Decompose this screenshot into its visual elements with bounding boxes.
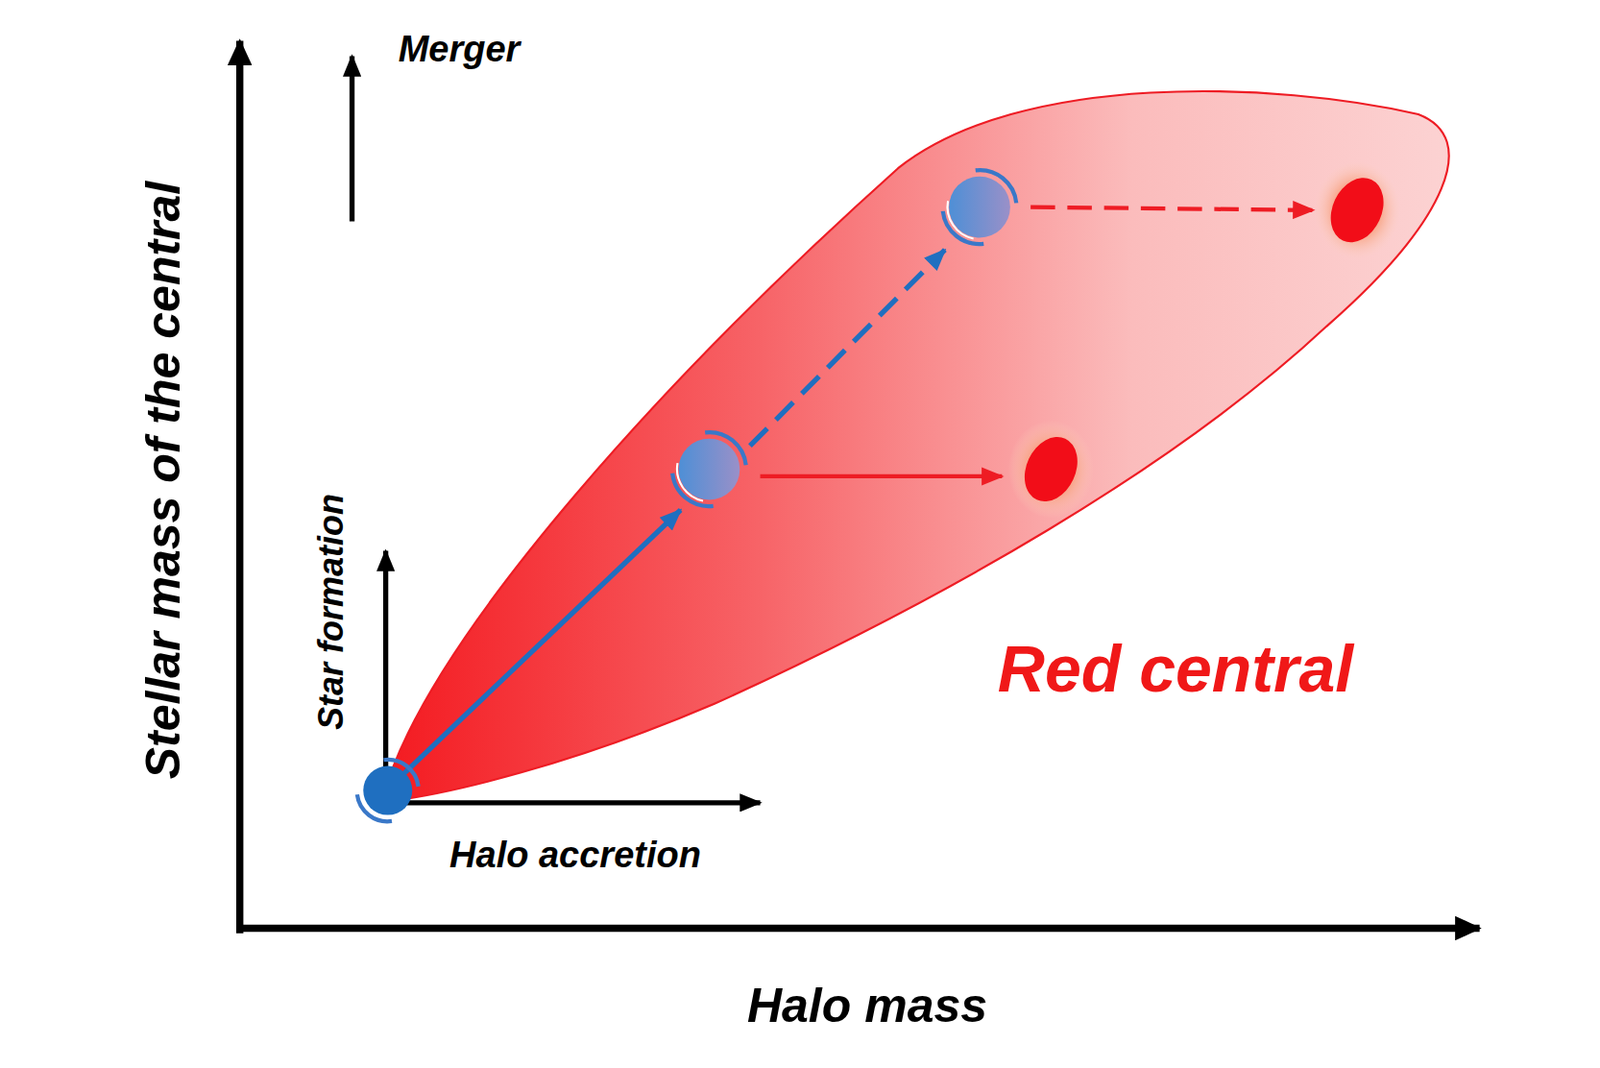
y-axis (236, 40, 243, 933)
growth-arrow (400, 509, 681, 777)
galaxy-icon (672, 432, 747, 507)
axis-title: Halo mass (747, 981, 988, 1030)
quench-arrow-dashed (1030, 207, 1313, 211)
axis-arrow-label: Star formation (314, 493, 349, 730)
elliptical-galaxy (1314, 161, 1401, 260)
quench-arrow (760, 474, 1003, 479)
galaxy-icon (943, 169, 1018, 244)
x-axis (237, 924, 1480, 932)
axis-title: Stellar mass of the central (139, 181, 188, 779)
axis-arrow-label: Halo accretion (449, 836, 702, 873)
red-central-region: Red central (387, 66, 1455, 806)
galaxy-icon (357, 759, 419, 822)
merger-arrow (349, 55, 355, 221)
region-label: Red central (997, 635, 1354, 702)
halo-accretion-arrow (386, 800, 761, 805)
axis-arrow-label: Merger (398, 30, 521, 68)
growth-arrow-dashed (750, 249, 946, 446)
star-formation-arrow (383, 551, 388, 801)
elliptical-galaxy (1008, 420, 1094, 519)
